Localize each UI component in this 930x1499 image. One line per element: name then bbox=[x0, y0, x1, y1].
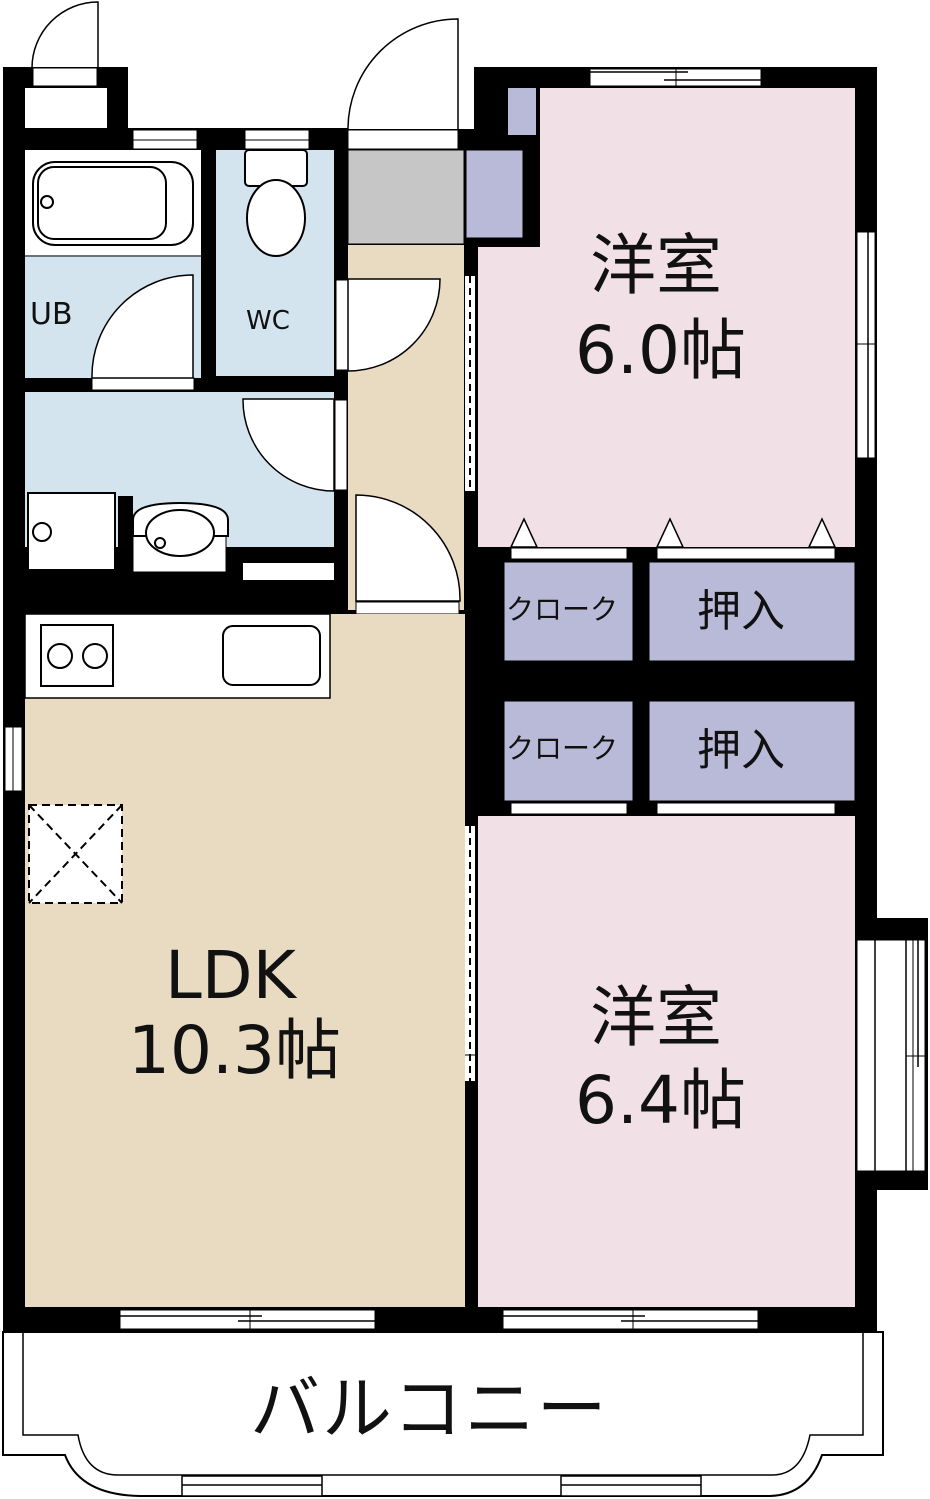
toilet-bowl bbox=[246, 179, 306, 257]
bedroom2-size: 6.4帖 bbox=[575, 1062, 746, 1139]
oshiire2 bbox=[648, 700, 856, 802]
entrance bbox=[347, 149, 465, 245]
toilet-label: WC bbox=[246, 306, 290, 336]
closet2-label: クローク bbox=[506, 732, 619, 765]
balcony-outer bbox=[2, 1331, 884, 1497]
balcony-label: バルコニー bbox=[250, 1368, 609, 1450]
bedroom1-room bbox=[478, 88, 855, 547]
oshiire1 bbox=[648, 561, 856, 662]
closet1-label: クローク bbox=[506, 593, 619, 626]
ldk-room bbox=[25, 614, 465, 1307]
bath-door-swing bbox=[91, 274, 194, 379]
bedroom1-small-storage bbox=[508, 88, 536, 135]
sink-basin bbox=[145, 509, 215, 557]
oshiire1-label: 押入 bbox=[697, 586, 785, 637]
kitchen-sink bbox=[222, 625, 321, 686]
bedroom1-name: 洋室 bbox=[590, 227, 722, 304]
bedroom2-room bbox=[478, 816, 855, 1307]
bath-label: UB bbox=[30, 297, 73, 332]
meter-door-swing bbox=[31, 1, 99, 69]
oshiire2-label: 押入 bbox=[697, 725, 785, 776]
balcony-inner bbox=[22, 1332, 864, 1476]
ldk-name: LDK bbox=[165, 937, 296, 1014]
ldk-door-swing bbox=[355, 494, 461, 602]
wc-door-swing bbox=[347, 278, 441, 372]
bedroom1-size: 6.0帖 bbox=[575, 312, 746, 389]
entrance-door-swing bbox=[347, 18, 459, 131]
meter-box bbox=[25, 88, 107, 128]
closet2 bbox=[503, 700, 634, 802]
ldk-size: 10.3帖 bbox=[128, 1012, 341, 1089]
closet1 bbox=[503, 561, 634, 662]
bedroom2-name: 洋室 bbox=[590, 979, 722, 1056]
washroom-door-swing bbox=[242, 398, 335, 492]
